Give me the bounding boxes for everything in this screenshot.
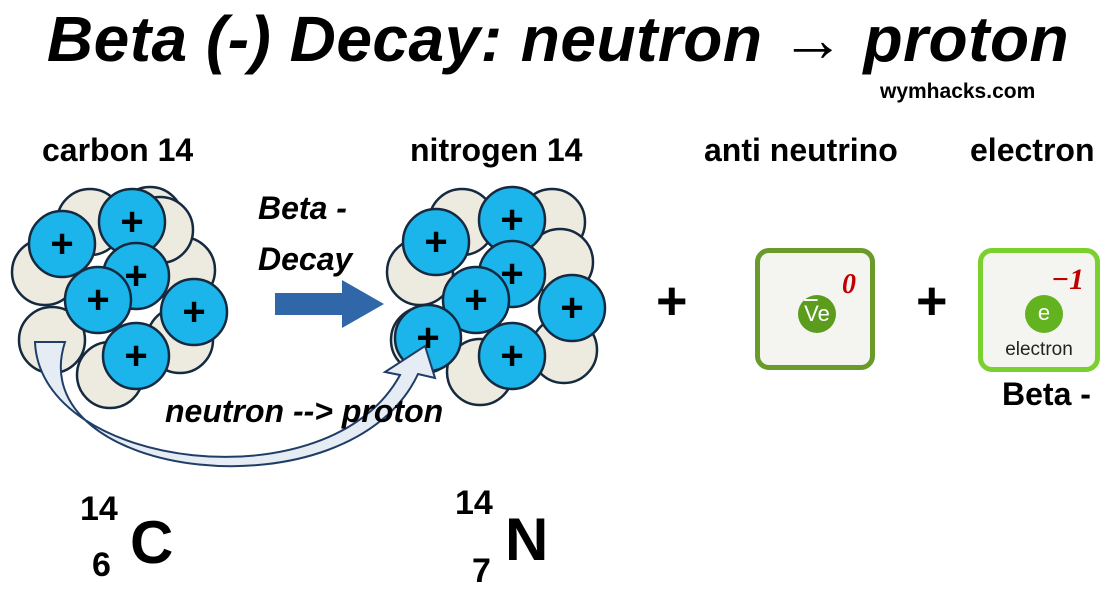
carbon-atomic-number: 6 bbox=[92, 546, 111, 584]
nitrogen-proton-sign: + bbox=[464, 278, 487, 322]
carbon-proton bbox=[63, 265, 133, 335]
nitrogen-atomic-number: 7 bbox=[472, 552, 491, 590]
nitrogen-proton-sign: + bbox=[500, 198, 523, 242]
carbon-proton bbox=[101, 321, 171, 391]
carbon-label: carbon 14 bbox=[42, 132, 194, 168]
nitrogen-proton-sign: + bbox=[424, 220, 447, 264]
antineutrino-symbol-e: e bbox=[817, 301, 830, 326]
electron-caption: electron bbox=[1005, 339, 1073, 360]
antineutrino-badge: Ve 0 bbox=[755, 248, 875, 370]
nitrogen-proton-sign: + bbox=[500, 334, 523, 378]
nitrogen-symbol: N bbox=[505, 506, 549, 573]
beta-decay-label-line1: Beta - bbox=[258, 190, 347, 226]
electron-badge: e −1 electron bbox=[978, 248, 1100, 372]
nitrogen-proton bbox=[537, 273, 607, 343]
nitrogen-nucleus: +++++++ bbox=[385, 185, 607, 407]
electron-icon: e bbox=[1025, 295, 1063, 333]
carbon-mass-number: 14 bbox=[80, 490, 118, 528]
nitrogen-mass-number: 14 bbox=[455, 484, 493, 522]
nitrogen-proton bbox=[441, 265, 511, 335]
conversion-label: neutron --> proton bbox=[165, 393, 444, 429]
carbon-proton-sign: + bbox=[182, 290, 205, 334]
beta-minus-label: Beta - bbox=[1002, 376, 1091, 412]
nitrogen-proton bbox=[477, 321, 547, 391]
carbon-proton bbox=[159, 277, 229, 347]
carbon-proton-sign: + bbox=[86, 278, 109, 322]
carbon-proton-sign: + bbox=[124, 334, 147, 378]
antineutrino-label: anti neutrino bbox=[704, 132, 898, 168]
carbon-proton-sign: + bbox=[120, 200, 143, 244]
carbon-nucleus: ++++++ bbox=[10, 185, 229, 410]
carbon-proton-sign: + bbox=[50, 222, 73, 266]
plus-operator-1: + bbox=[656, 271, 688, 331]
nitrogen-label: nitrogen 14 bbox=[410, 132, 583, 168]
beta-decay-label-line2: Decay bbox=[258, 241, 353, 277]
nitrogen-proton-sign: + bbox=[560, 286, 583, 330]
decay-arrow bbox=[275, 280, 384, 328]
carbon-proton-sign: + bbox=[124, 254, 147, 298]
plus-operator-2: + bbox=[916, 271, 948, 331]
electron-label: electron bbox=[970, 132, 1095, 168]
page-title: Beta (-) Decay: neutron → proton bbox=[46, 3, 1070, 75]
electron-charge: −1 bbox=[1051, 263, 1085, 296]
neutron-to-proton-curve bbox=[33, 341, 437, 468]
site-credit: wymhacks.com bbox=[880, 80, 1036, 103]
antineutrino-charge: 0 bbox=[842, 269, 856, 300]
carbon-symbol: C bbox=[130, 509, 174, 576]
nitrogen-proton bbox=[401, 207, 471, 277]
carbon-proton bbox=[27, 209, 97, 279]
antineutrino-symbol-nu: V bbox=[804, 301, 818, 326]
antineutrino-icon: Ve bbox=[798, 295, 836, 333]
